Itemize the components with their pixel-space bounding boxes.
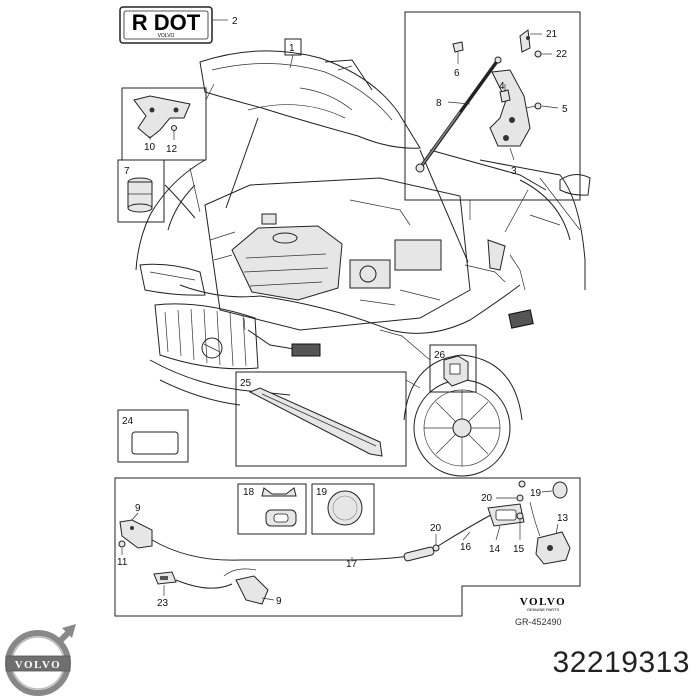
callout-19b: 19	[530, 488, 542, 499]
callout-21: 21	[546, 29, 558, 40]
callout-13: 13	[557, 513, 569, 524]
footer-brand: VOLVO	[520, 596, 566, 608]
bumper-stop-inset: 7	[117, 159, 165, 223]
callout-5: 5	[562, 104, 568, 115]
callout-19a: 19	[316, 487, 328, 498]
r-dot-badge: R DOT VOLVO	[119, 6, 213, 44]
volvo-logo: VOLVO	[5, 624, 76, 696]
callout-8: 8	[436, 98, 442, 109]
callout-9b: 9	[276, 596, 282, 607]
part-number: 32219313	[552, 646, 690, 679]
hinge-inset: 21 22 6 4 8 5 3	[404, 11, 581, 201]
footer-ref: GR-452490	[515, 617, 562, 627]
label-inset: 24	[117, 409, 189, 463]
callout-12: 12	[166, 144, 178, 155]
callout-1: 1	[289, 43, 295, 54]
callout-26: 26	[434, 350, 446, 361]
callout-25: 25	[240, 378, 252, 389]
callout-16: 16	[460, 542, 472, 553]
bracket-inset: 10 12	[121, 87, 207, 161]
footer-brand-sub: GENUINE PARTS	[527, 607, 560, 612]
callout-9a: 9	[135, 503, 141, 514]
callout-23: 23	[157, 598, 169, 609]
callout-14: 14	[489, 544, 501, 555]
callout-2: 2	[232, 16, 238, 27]
badge-brand: VOLVO	[158, 33, 175, 39]
callout-22: 22	[556, 49, 568, 60]
car-illustration	[135, 50, 591, 477]
callout-7: 7	[124, 166, 130, 177]
seal-inset: 25	[235, 371, 407, 467]
callout-10: 10	[144, 142, 156, 153]
clip-inset: 26	[429, 344, 477, 393]
logo-text: VOLVO	[15, 659, 61, 671]
callout-20a: 20	[481, 493, 493, 504]
callout-15: 15	[513, 544, 525, 555]
callout-24: 24	[122, 416, 134, 427]
release-cable-frame: 18 19 9 11 20 16 17 23 9	[114, 477, 581, 617]
callout-18: 18	[243, 487, 255, 498]
callout-6: 6	[454, 68, 460, 79]
callout-3: 3	[511, 166, 517, 177]
callout-17: 17	[346, 559, 358, 570]
callout-11: 11	[117, 557, 128, 568]
callout-4: 4	[499, 81, 505, 92]
badge-text: R DOT	[132, 10, 201, 35]
callout-20b: 20	[430, 523, 442, 534]
